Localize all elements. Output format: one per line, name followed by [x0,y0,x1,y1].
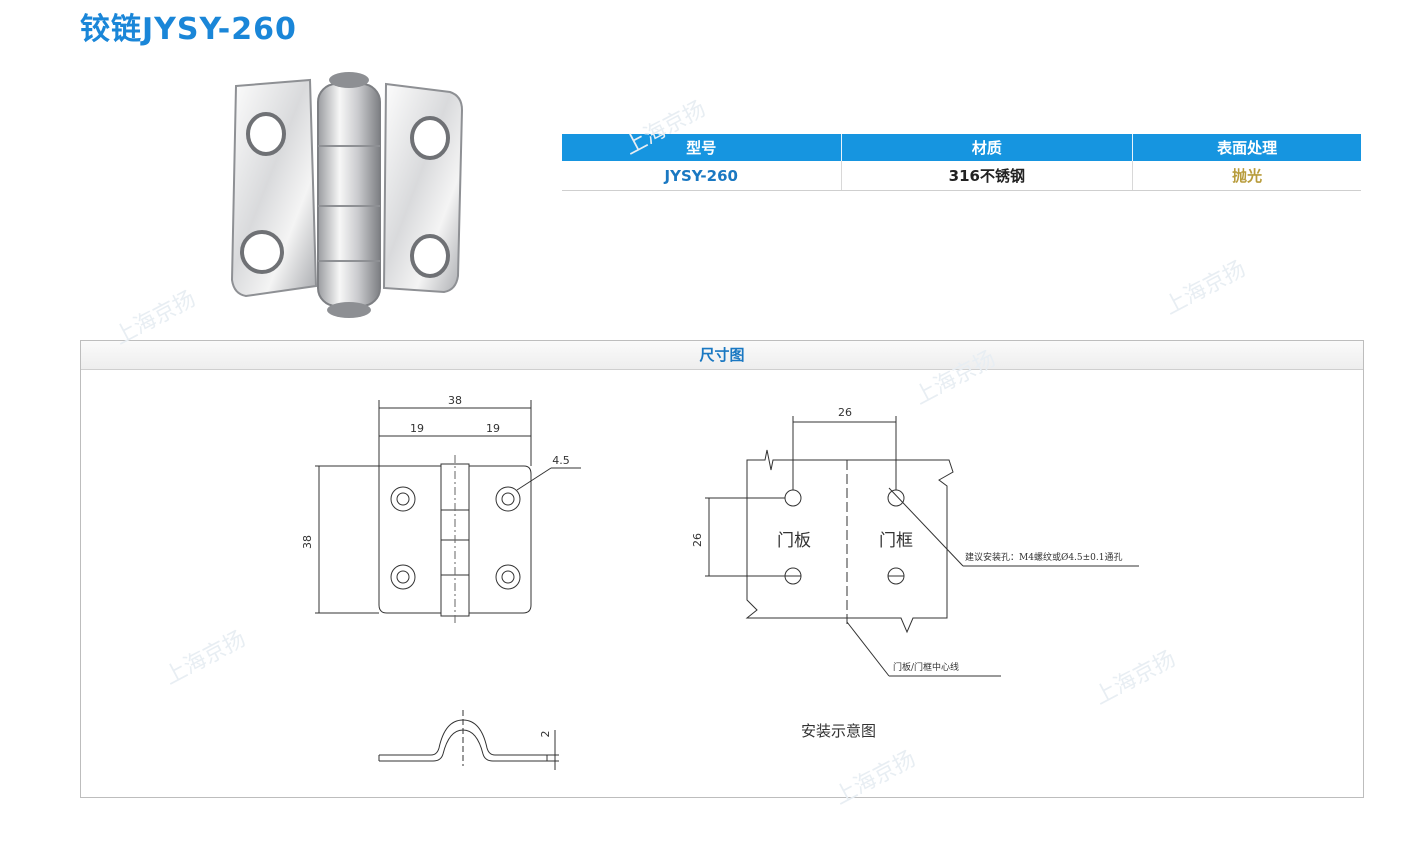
header-model: 型号 [562,134,842,161]
mount-hole-note: 建议安装孔：M4螺纹或Ø4.5±0.1通孔 [965,551,1123,563]
label-door: 门板 [777,531,811,551]
dimension-title: 尺寸图 [81,341,1363,370]
dim-hole-gap: 26 [691,533,704,547]
dim-total-width: 38 [448,394,462,407]
hinge-side-view [378,710,559,770]
label-frame: 门框 [879,531,913,551]
cell-model: JYSY-260 [562,161,842,191]
installation-diagram [705,416,1139,677]
hinge-front-view [315,400,581,625]
dim-hole-spacing: 26 [838,406,852,419]
page-title: 铰链JYSY-260 [80,12,297,47]
hinge-product-image [230,72,464,318]
dim-right-half: 19 [486,422,500,435]
spec-header-row: 型号 材质 表面处理 [562,134,1361,161]
technical-drawing: 38 19 19 4.5 38 26 26 2 门板 门框 建议安装孔：M4螺纹… [301,394,1139,770]
install-caption: 安装示意图 [801,722,876,740]
header-finish: 表面处理 [1132,134,1361,161]
dim-height: 38 [301,535,314,549]
header-material: 材质 [841,134,1134,161]
center-line-note: 门板/门框中心线 [893,661,959,673]
cell-material: 316不锈钢 [841,161,1134,191]
table-row: JYSY-260 316不锈钢 抛光 [562,161,1361,191]
spec-table: 型号 材质 表面处理 JYSY-260 316不锈钢 抛光 [562,134,1361,191]
dim-thickness: 2 [539,731,552,738]
dim-left-half: 19 [410,422,424,435]
dim-hole: 4.5 [552,454,570,467]
watermark: 上海京扬 [1160,256,1250,320]
cell-finish: 抛光 [1132,161,1361,191]
dimension-panel: 尺寸图 [80,340,1364,798]
